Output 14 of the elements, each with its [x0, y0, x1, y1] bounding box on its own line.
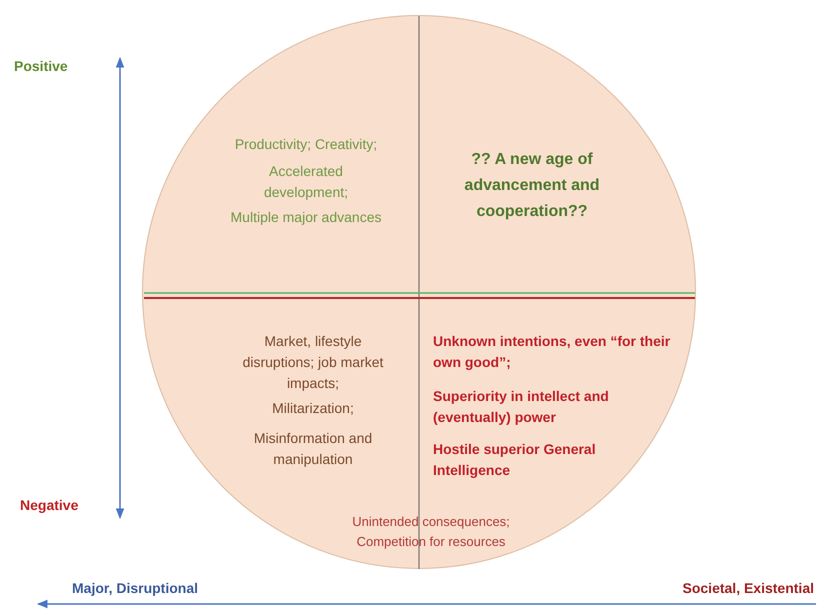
quadrant-text: Market, lifestyle disruptions; job market impacts; [242, 332, 384, 393]
quadrant-text: Multiple major advances [230, 208, 382, 227]
quadrant-text: Militarization; [271, 399, 355, 418]
axis-label: Negative [20, 497, 78, 513]
axis-label: Societal, Existential [682, 580, 814, 596]
quadrant-text: Misinformation and manipulation [252, 429, 374, 469]
quadrant-text: Unknown intentions, even “for their own good”; [433, 332, 672, 372]
axis-label: Major, Disruptional [72, 580, 198, 596]
quadrant-text: Hostile superior General Intelligence [433, 440, 597, 480]
axis-label: Positive [14, 58, 68, 74]
quadrant-text: Superiority in intellect and (eventually) power [433, 387, 610, 427]
quadrant-text: Accelerated development; [262, 162, 350, 202]
quadrant-text: ?? A new age of advancement and cooperation?? [463, 150, 601, 222]
quadrant-text: Productivity; Creativity; [234, 135, 378, 154]
